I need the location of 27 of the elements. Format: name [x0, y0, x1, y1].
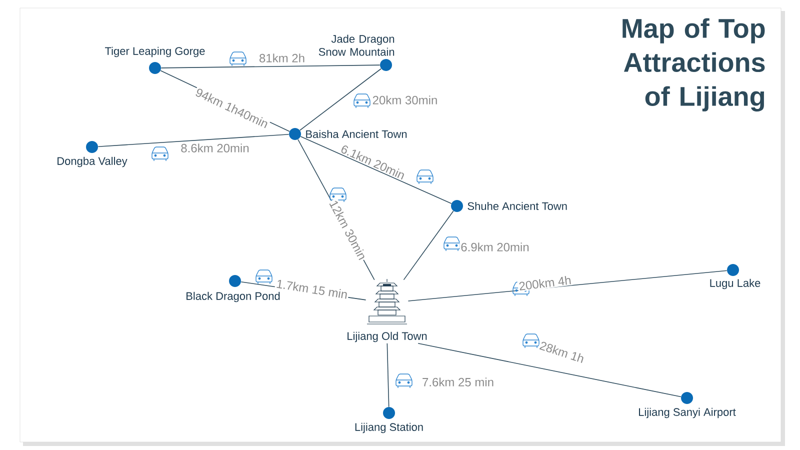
place-name: Lijiang Old Town — [348, 332, 427, 342]
place-name: Tiger Leaping Gorge — [105, 46, 205, 58]
place-name: Lijiang Sanyi Airport — [639, 408, 736, 418]
place-name: Lijiang Station — [355, 422, 423, 434]
road-line — [300, 68, 382, 131]
edge-label: 20km 30min — [371, 94, 439, 106]
edge-label: 81km 2h — [258, 52, 306, 64]
road-line — [386, 342, 390, 408]
road-line — [98, 134, 290, 147]
road-line — [408, 270, 728, 302]
road-line — [160, 64, 380, 68]
place-name: Jade Dragon Snow Mountain — [318, 34, 394, 56]
place-name: Lugu Lake — [710, 278, 760, 290]
road-line — [418, 342, 682, 398]
place-name: Shuhe Ancient Town — [468, 202, 567, 210]
edge-label: 6.9km 20min — [460, 242, 530, 252]
edge-label: 7.6km 25 min — [421, 376, 496, 388]
edge-label: 28km 1h — [538, 339, 587, 365]
place-name: Baisha Ancient Town — [306, 130, 407, 138]
edge-label: 6.1km 20min — [338, 142, 408, 182]
edge-label: 200km 4h — [517, 274, 573, 292]
place-name: Dongba Valley — [58, 156, 128, 168]
title: Map of Top Attractions of Lijiang — [622, 18, 765, 112]
edge-label: 12km 30min — [327, 198, 369, 262]
edge-label: 8.6km 20min — [180, 142, 250, 154]
road-line — [403, 210, 454, 280]
road-line — [300, 136, 452, 204]
